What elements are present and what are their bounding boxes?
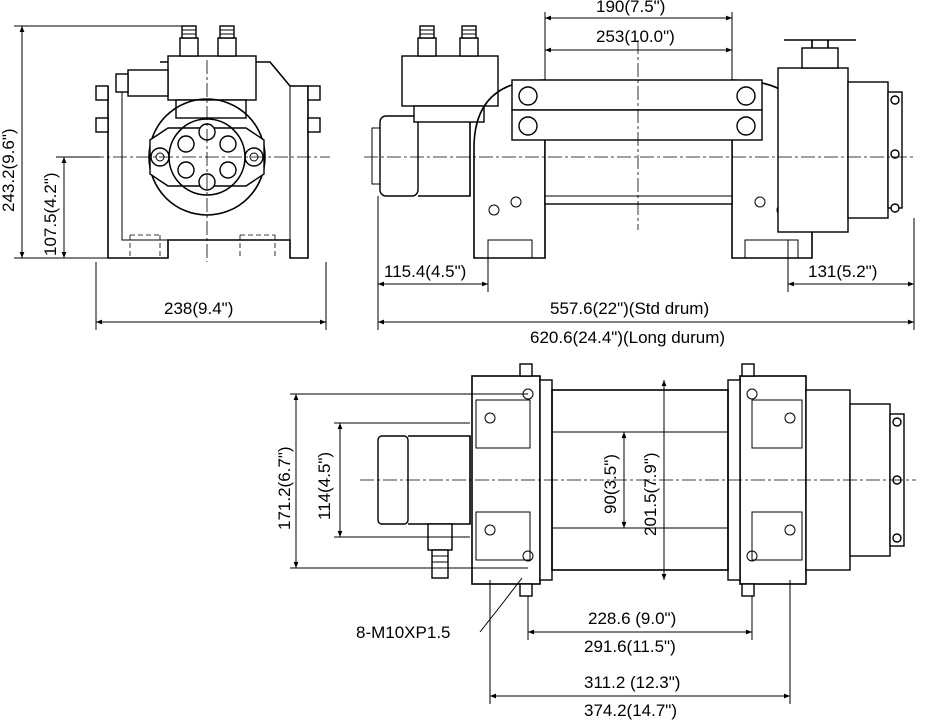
dim-top-bolt-span-1: 228.6 (9.0") (588, 609, 676, 628)
side-view: 190(7.5") 253(10.0") 115.4(4.5") 131(5.2… (364, 0, 916, 347)
dim-top-base-span-1: 311.2 (12.3") (584, 673, 680, 692)
dim-side-std-length: 557.6(22")(Std drum) (550, 299, 709, 318)
dim-front-width: 238(9.4") (164, 299, 233, 318)
dim-top-mount-inner: 114(4.5") (315, 452, 334, 520)
front-view: 243.2(9.6") 107.5(4.2") 238(9.4") (0, 25, 330, 330)
dim-top-mount-outer: 171.2(6.7") (275, 446, 294, 530)
dim-side-right-offset: 131(5.2") (808, 262, 877, 281)
dim-side-drum: 253(10.0") (596, 27, 675, 46)
dim-side-drum-top: 190(7.5") (596, 0, 665, 16)
dim-front-height: 243.2(9.6") (0, 128, 18, 212)
label-bolt-spec: 8-M10XP1.5 (356, 623, 451, 642)
dim-side-left-offset: 115.4(4.5") (384, 262, 466, 281)
dim-side-long-length: 620.6(24.4")(Long durum) (530, 328, 725, 347)
dim-front-center: 107.5(4.2") (41, 172, 60, 256)
dim-top-base-span-2: 374.2(14.7") (584, 701, 677, 720)
dim-top-drum-outer: 201.5(7.9") (641, 452, 660, 536)
top-view: 171.2(6.7") 114(4.5") 90(3.5") 201.5(7.9… (275, 363, 916, 720)
dim-top-bolt-span-2: 291.6(11.5") (584, 637, 676, 656)
dim-top-drum-inner: 90(3.5") (601, 454, 620, 514)
